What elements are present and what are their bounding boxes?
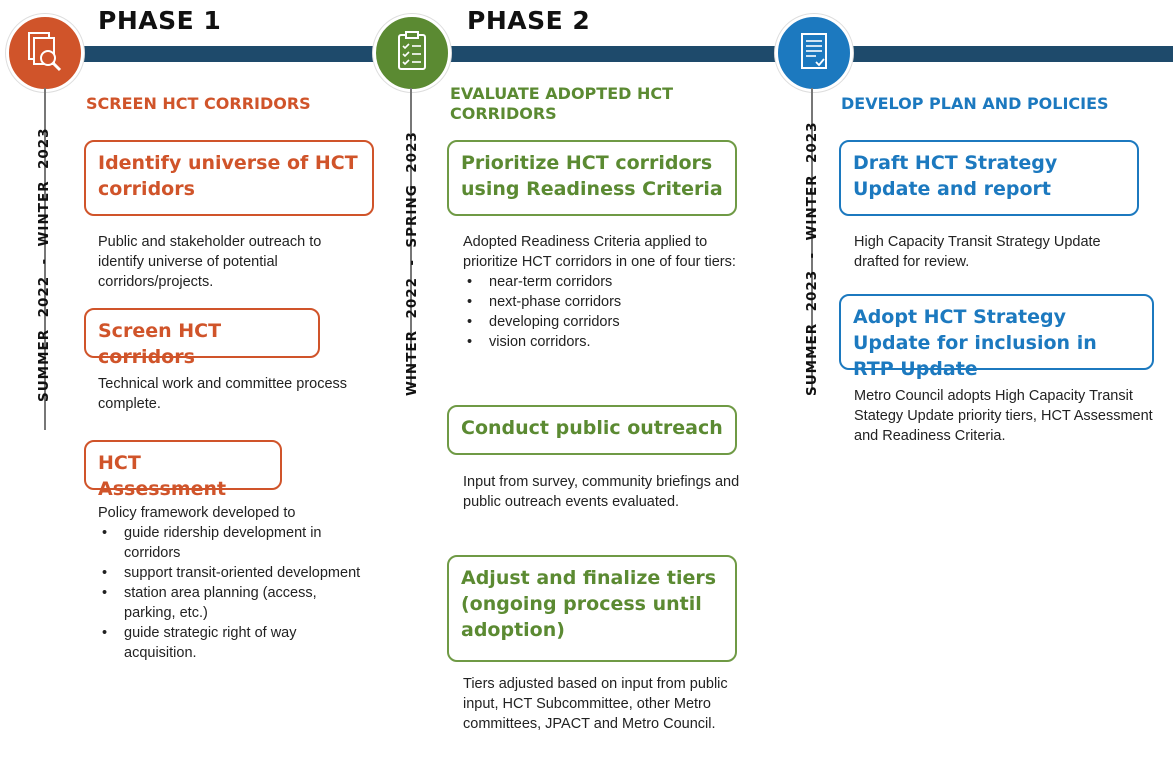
desc-prioritize-intro: Adopted Readiness Criteria applied to pr… [463, 234, 736, 270]
list-item: vision corridors. [463, 332, 763, 352]
column-3-title: DEVELOP PLAN AND POLICIES [841, 94, 1109, 113]
column-1-date: SUMMER 2022 - WINTER 2023 [36, 127, 52, 402]
desc-prioritize-corridors: Adopted Readiness Criteria applied to pr… [463, 232, 763, 352]
list-item: support transit-oriented development [98, 563, 370, 583]
phase-1-circle [6, 14, 84, 92]
column-2-title: EVALUATE ADOPTED HCT CORRIDORS [450, 84, 674, 123]
desc-public-outreach: Input from survey, community briefings a… [463, 474, 740, 510]
list-item: guide ridership development in corridors [98, 523, 370, 563]
list-item: guide strategic right of way acquisition… [98, 623, 370, 663]
desc-hct-assessment: Policy framework developed to guide ride… [98, 503, 370, 663]
desc-adopt-strategy: Metro Council adopts High Capacity Trans… [854, 388, 1153, 444]
box-identify-universe: Identify universe of HCT corridors [84, 140, 374, 216]
list-item: next-phase corridors [463, 292, 763, 312]
desc-hct-assessment-intro: Policy framework developed to [98, 505, 296, 521]
list-item: developing corridors [463, 312, 763, 332]
tiers-bullets: near-term corridors next-phase corridors… [463, 272, 763, 352]
box-screen-corridors: Screen HCT corridors [84, 308, 320, 368]
box-finalize-tiers: Adjust and finalize tiers (ongoing proce… [447, 555, 737, 662]
desc-draft-strategy: High Capacity Transit Strategy Update dr… [854, 234, 1101, 270]
checklist-icon [398, 31, 426, 70]
desc-finalize-tiers: Tiers adjusted based on input from publi… [463, 676, 728, 732]
phase-2-circle [373, 14, 451, 92]
phase-1-label: PHASE 1 [98, 6, 222, 35]
desc-identify-universe: Public and stakeholder outreach to ident… [98, 234, 322, 290]
column-2-date: WINTER 2022 - SPRING 2023 [404, 131, 420, 396]
box-adopt-strategy: Adopt HCT Strategy Update for inclusion … [839, 294, 1154, 380]
report-document-icon [801, 33, 827, 69]
timeline-line-1 [44, 88, 46, 430]
desc-screen-corridors: Technical work and committee process com… [98, 376, 348, 412]
phase-2-label: PHASE 2 [467, 6, 591, 35]
timeline-line-3 [811, 88, 813, 388]
box-public-outreach: Conduct public outreach [447, 405, 737, 455]
timeline-line-2 [410, 88, 412, 388]
list-item: station area planning (access, parking, … [98, 583, 370, 623]
hct-assessment-bullets: guide ridership development in corridors… [98, 523, 370, 663]
timeline-bar [30, 46, 1173, 62]
list-item: near-term corridors [463, 272, 763, 292]
magnifier-document-icon [28, 32, 62, 72]
column-3-date: SUMMER 2023 - WINTER 2023 [804, 121, 820, 396]
phase-3-circle [775, 14, 853, 92]
box-draft-strategy: Draft HCT Strategy Update and report [839, 140, 1139, 216]
box-prioritize-corridors: Prioritize HCT corridors using Readiness… [447, 140, 737, 216]
box-hct-assessment: HCT Assessment [84, 440, 282, 500]
column-1-title: SCREEN HCT CORRIDORS [86, 94, 311, 113]
